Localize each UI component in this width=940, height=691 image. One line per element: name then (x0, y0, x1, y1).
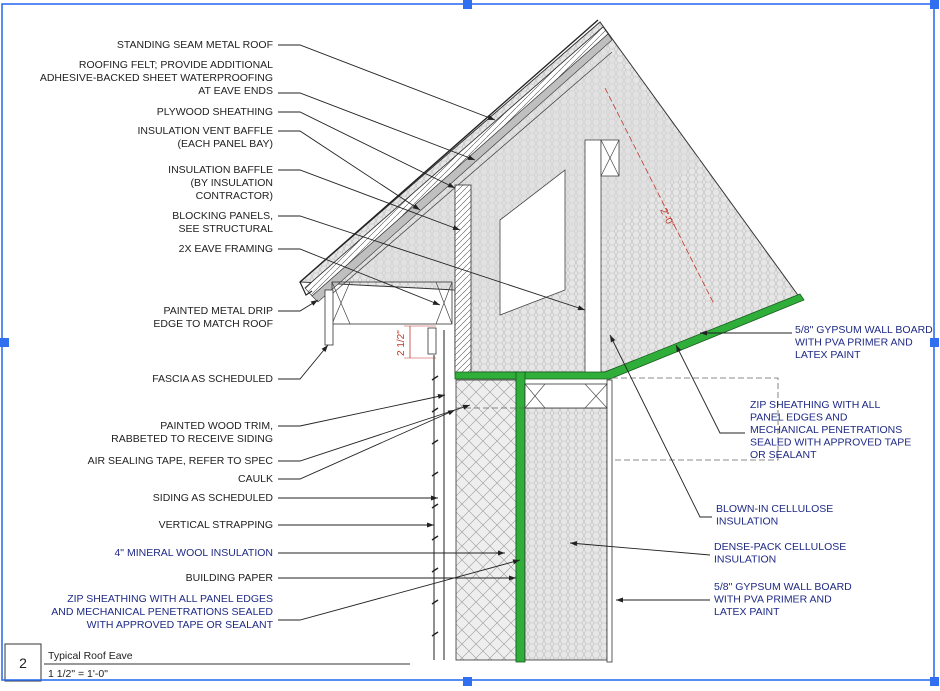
left-label-6-arrowhead (577, 305, 585, 311)
left-label-7: 2X EAVE FRAMING (179, 243, 273, 255)
left-label-8-leader (278, 299, 319, 312)
resize-handle-top-right[interactable] (930, 0, 939, 9)
left-label-5: CONTRACTOR) (196, 190, 273, 202)
wall-assembly: 2 1/2" (396, 325, 779, 663)
left-label-5-arrowhead (452, 225, 460, 230)
right-label-2-arrowhead (676, 345, 682, 353)
left-label-3-leader (278, 111, 456, 189)
left-label-15-arrowhead (498, 550, 505, 556)
right-label-1: 5/8" GYPSUM WALL BOARD (795, 324, 933, 336)
right-label-2: SEALED WITH APPROVED TAPE (750, 437, 911, 449)
right-label-1: LATEX PAINT (795, 349, 861, 361)
left-label-15: 4" MINERAL WOOL INSULATION (114, 547, 273, 559)
left-label-8-arrowhead (310, 300, 318, 306)
left-label-13-arrowhead (431, 495, 438, 501)
right-label-4-leader (569, 542, 711, 556)
left-label-4-arrowhead (412, 204, 420, 210)
right-label-2: ZIP SHEATHING WITH ALL (750, 399, 880, 411)
left-label-10-arrowhead (437, 394, 445, 399)
left-label-10: RABBETED TO RECEIVE SIDING (111, 433, 273, 445)
resize-handle-bottom-right[interactable] (930, 677, 939, 686)
right-label-1: WITH PVA PRIMER AND (795, 337, 913, 349)
left-label-12-arrowhead (447, 410, 455, 416)
right-label-4: INSULATION (714, 554, 776, 566)
left-label-4: INSULATION VENT BAFFLE (137, 125, 273, 137)
left-label-7-arrowhead (432, 300, 440, 305)
left-label-14-arrowhead (427, 522, 434, 528)
resize-handle-right[interactable] (930, 338, 939, 347)
left-label-2: AT EAVE ENDS (198, 85, 273, 97)
roof-assembly: 2'-0" (298, 19, 805, 380)
left-label-4-leader (278, 130, 421, 211)
right-label-2-leader (675, 344, 745, 434)
right-label-3-arrowhead (610, 335, 616, 343)
right-label-4: DENSE-PACK CELLULOSE (714, 541, 846, 553)
left-label-7-leader (278, 248, 441, 306)
right-label-2: PANEL EDGES AND (750, 412, 848, 424)
right-label-2: MECHANICAL PENETRATIONS (750, 424, 902, 436)
left-label-17: WITH APPROVED TAPE OR SEALANT (87, 619, 274, 631)
right-label-3-leader (609, 334, 712, 518)
left-label-8: EDGE TO MATCH ROOF (153, 318, 273, 330)
left-label-2: ADHESIVE-BACKED SHEET WATERPROOFING (40, 72, 273, 84)
resize-handle-left[interactable] (0, 338, 9, 347)
left-label-5-leader (278, 169, 461, 231)
left-label-group: STANDING SEAM METAL ROOF ROOFING FELT; PR… (40, 39, 586, 631)
detail-number: 2 (19, 655, 27, 671)
left-label-5: (BY INSULATION (191, 177, 273, 189)
right-label-4-arrowhead (570, 541, 578, 547)
left-label-12-leader (278, 409, 456, 480)
left-label-8: PAINTED METAL DRIP (164, 305, 274, 317)
left-label-14: VERTICAL STRAPPING (159, 519, 273, 531)
left-label-9-arrowhead (321, 345, 328, 352)
detail-scale: 1 1/2" = 1'-0" (48, 668, 108, 680)
left-label-10: PAINTED WOOD TRIM, (160, 420, 273, 432)
left-label-9: FASCIA AS SCHEDULED (152, 373, 273, 385)
title-block: 2 Typical Roof Eave 1 1/2" = 1'-0" (4, 643, 410, 682)
left-label-2-leader (278, 92, 476, 161)
resize-handle-top[interactable] (463, 0, 472, 9)
right-label-5: 5/8" GYPSUM WALL BOARD (714, 581, 852, 593)
right-label-2: OR SEALANT (750, 449, 817, 461)
left-label-11-leader (278, 404, 471, 462)
right-label-5: WITH PVA PRIMER AND (714, 594, 832, 606)
left-label-2: ROOFING FELT; PROVIDE ADDITIONAL (79, 59, 273, 71)
left-label-9-leader (278, 344, 329, 380)
left-label-3: PLYWOOD SHEATHING (157, 106, 273, 118)
left-label-5: INSULATION BAFFLE (168, 164, 273, 176)
left-label-17: ZIP SHEATHING WITH ALL PANEL EDGES (67, 593, 273, 605)
left-label-6: SEE STRUCTURAL (178, 223, 273, 235)
eave-dimension: 2 1/2" (396, 330, 407, 356)
left-label-3-arrowhead (447, 182, 455, 188)
left-label-1-arrowhead (487, 115, 495, 120)
right-label-1-arrowhead (700, 330, 707, 336)
left-label-11-arrowhead (462, 404, 470, 410)
right-label-5-arrowhead (616, 597, 623, 603)
left-label-17-arrowhead (512, 559, 520, 565)
left-label-2-arrowhead (467, 155, 475, 160)
detail-title: Typical Roof Eave (48, 650, 133, 662)
left-label-6: BLOCKING PANELS, (172, 210, 273, 222)
left-label-17: AND MECHANICAL PENETRATIONS SEALED (51, 606, 273, 618)
left-label-11: AIR SEALING TAPE, REFER TO SPEC (88, 455, 274, 467)
left-label-4: (EACH PANEL BAY) (178, 138, 274, 150)
left-label-12: CAULK (238, 473, 273, 485)
left-label-16-arrowhead (509, 575, 516, 581)
resize-handle-bottom[interactable] (463, 677, 472, 686)
right-label-5: LATEX PAINT (714, 606, 780, 618)
right-label-3: BLOWN-IN CELLULOSE (716, 503, 833, 515)
left-label-1-leader (278, 44, 496, 121)
left-label-16: BUILDING PAPER (186, 572, 274, 584)
left-label-6-leader (278, 215, 586, 311)
left-label-1: STANDING SEAM METAL ROOF (117, 39, 273, 51)
left-label-17-leader (278, 559, 521, 621)
left-label-10-leader (278, 394, 446, 427)
left-label-13: SIDING AS SCHEDULED (153, 492, 274, 504)
right-label-3: INSULATION (716, 516, 778, 528)
